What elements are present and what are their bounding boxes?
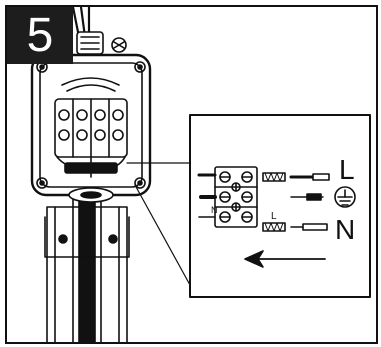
lamp-pole [44, 196, 130, 342]
diagram-frame: L N L N 5 [5, 5, 378, 344]
terminal-strip [214, 166, 258, 228]
fixture-illustration: L N L N [30, 7, 371, 342]
small-neutral-label: N [211, 205, 218, 215]
junction-box [30, 53, 152, 203]
ground-symbol-icon [334, 186, 356, 208]
leader-line-bottom [134, 184, 191, 286]
cable-ends [262, 172, 330, 232]
terminal-detail-box: L N L N [189, 114, 371, 298]
neutral-label: N [335, 214, 355, 245]
supply-cable [71, 7, 127, 55]
step-number-badge: 5 [7, 7, 73, 64]
small-live-label: L [271, 211, 277, 222]
arrow-left-icon [244, 250, 326, 268]
live-label: L [339, 154, 355, 185]
